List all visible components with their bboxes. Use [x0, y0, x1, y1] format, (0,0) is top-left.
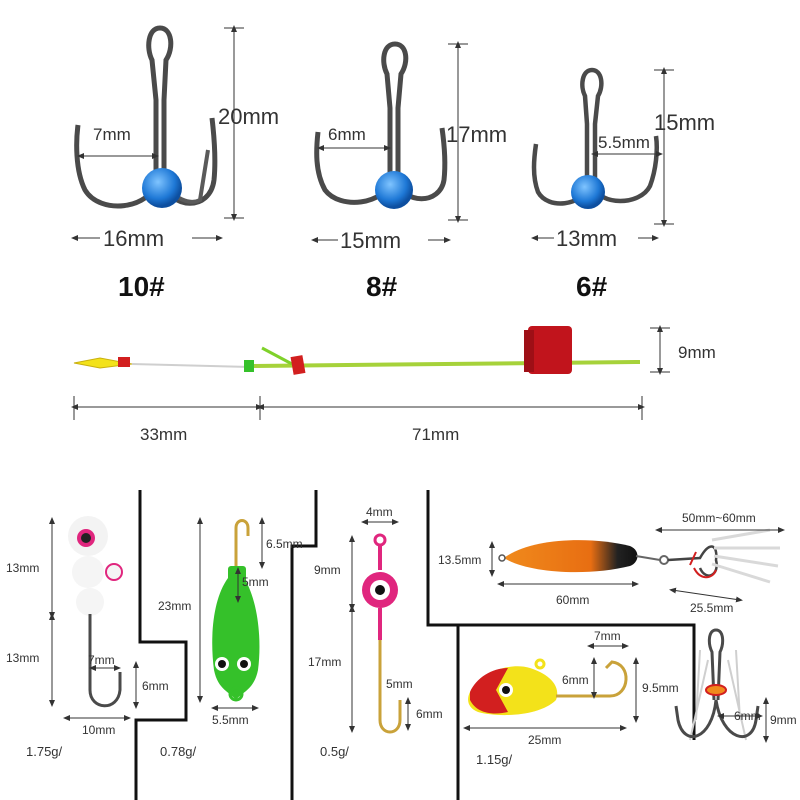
jig3-length: 17mm [308, 655, 341, 669]
rig-left-length: 33mm [140, 425, 187, 444]
hook6-height: 15mm [654, 110, 715, 135]
jig1-width: 10mm [82, 723, 115, 737]
jig2-mid: 5mm [242, 575, 269, 589]
jig2-length: 23mm [158, 599, 191, 613]
treble-hook-6 [531, 67, 659, 209]
panel-dividers [134, 490, 696, 800]
jig3-weight: 0.5g/ [320, 744, 349, 759]
jig-2 [212, 519, 260, 702]
float-height: 9mm [678, 343, 716, 362]
jig1-bottom: 13mm [6, 651, 39, 665]
jig4-weight: 1.15g/ [476, 752, 513, 767]
hook8-width: 15mm [340, 228, 401, 253]
spoon-lure [498, 528, 780, 584]
hook6-width: 13mm [556, 226, 617, 251]
float-rig [73, 326, 641, 375]
hook10-width: 16mm [103, 226, 164, 251]
hook8-size: 8# [366, 271, 398, 302]
hook6-size: 6# [576, 271, 608, 302]
treble-small-inner: 6mm [734, 709, 761, 723]
jig3-top: 9mm [314, 563, 341, 577]
treble-hook-8 [314, 41, 448, 209]
jig4-height: 9.5mm [642, 681, 679, 695]
jig-3 [362, 533, 402, 734]
hook10-gap: 7mm [93, 125, 131, 144]
jig-1 [68, 516, 123, 708]
jig-4 [468, 658, 628, 716]
jig3-eye: 4mm [366, 505, 393, 519]
hook8-gap: 6mm [328, 125, 366, 144]
hook10-size: 10# [118, 271, 165, 302]
hook8-height: 17mm [446, 122, 507, 147]
jig1-shank: 6mm [142, 679, 169, 693]
jig3-shank: 6mm [416, 707, 443, 721]
jig1-gap: 7mm [88, 653, 115, 667]
spoon-height: 13.5mm [438, 553, 481, 567]
jig2-weight: 0.78g/ [160, 744, 197, 759]
jig2-top: 6.5mm [266, 537, 303, 551]
jig4-gap: 7mm [594, 629, 621, 643]
jig2-width: 5.5mm [212, 713, 249, 727]
spoon-overall: 50mm~60mm [682, 511, 756, 525]
treble-small [674, 628, 760, 741]
jig1-weight: 1.75g/ [26, 744, 63, 759]
spoon-length: 60mm [556, 593, 589, 607]
hook10-height: 20mm [218, 104, 279, 129]
treble-small-height: 9mm [770, 713, 797, 727]
treble-hook-10 [74, 25, 218, 209]
jig4-length: 25mm [528, 733, 561, 747]
jig3-gap: 5mm [386, 677, 413, 691]
spoon-hook: 25.5mm [690, 601, 733, 615]
jig4-shank: 6mm [562, 673, 589, 687]
jig1-top: 13mm [6, 561, 39, 575]
rig-right-length: 71mm [412, 425, 459, 444]
hook6-gap: 5.5mm [598, 133, 650, 152]
